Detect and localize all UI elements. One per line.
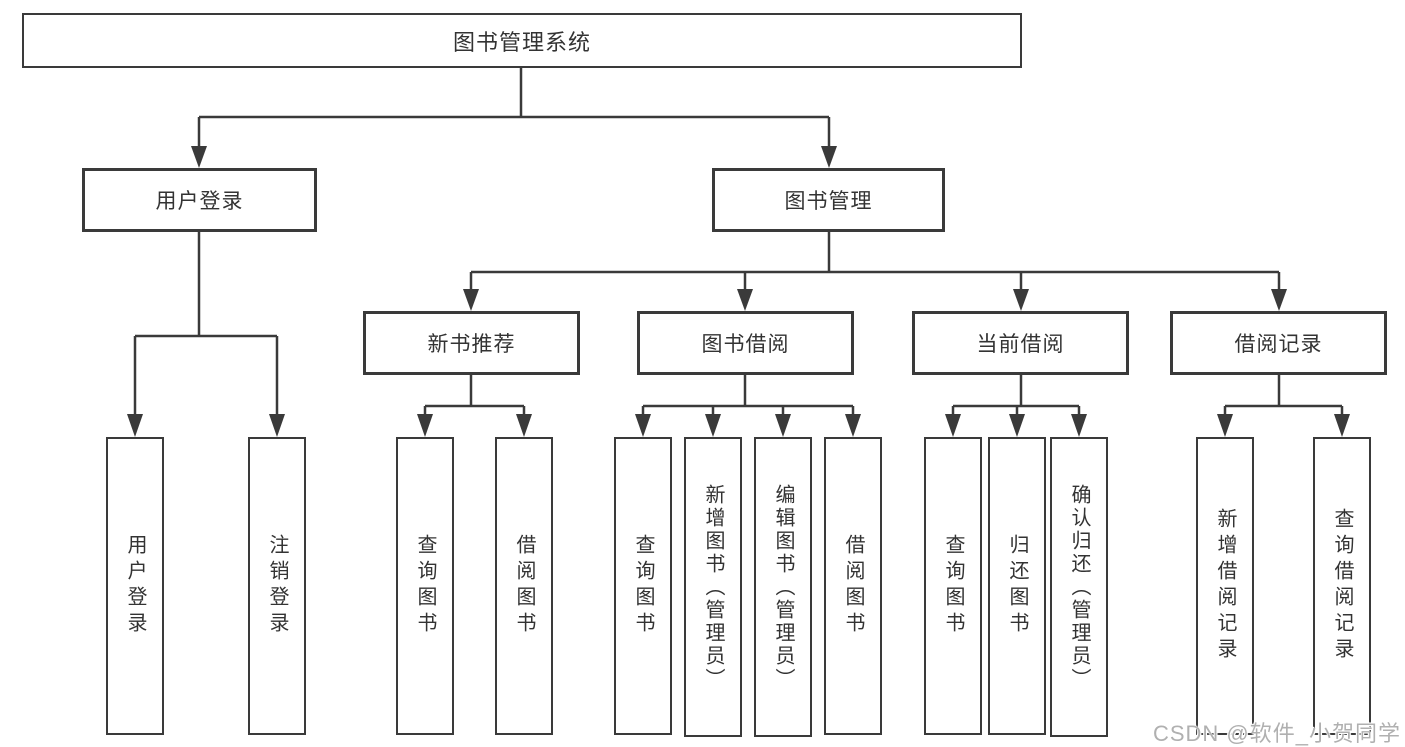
node-label: 注销登录: [266, 534, 288, 638]
node-label: 借阅图书: [842, 534, 864, 638]
node-label: 借阅记录: [1234, 333, 1323, 356]
node-borrow-books-1: 借阅图书: [495, 437, 553, 735]
node-logout-leaf: 注销登录: [248, 437, 306, 735]
node-label: 新增图书（管理员）: [702, 483, 724, 691]
node-add-books-admin: 新增图书（管理员）: [684, 437, 742, 737]
node-edit-books-admin: 编辑图书（管理员）: [754, 437, 812, 737]
node-label: 编辑图书（管理员）: [772, 483, 794, 691]
connector-user-login-to-leaves: [127, 232, 285, 437]
node-user-login-leaf: 用户登录: [106, 437, 164, 735]
node-label: 新增借阅记录: [1214, 508, 1236, 664]
node-label: 确认归还（管理员）: [1068, 483, 1090, 691]
node-label: 用户登录: [155, 190, 244, 213]
connector-root-to-level2: [191, 67, 837, 168]
connector-book-borrow-to-leaves: [635, 375, 861, 437]
node-label: 新书推荐: [427, 333, 516, 356]
node-label: 当前借阅: [976, 333, 1065, 356]
node-label: 归还图书: [1006, 534, 1028, 638]
connector-current-borrow-to-leaves: [945, 375, 1087, 437]
node-label: 查询图书: [632, 534, 654, 638]
node-label: 查询图书: [414, 534, 436, 638]
node-current-borrow: 当前借阅: [912, 311, 1129, 375]
node-query-books-1: 查询图书: [396, 437, 454, 735]
csdn-watermark: CSDN @软件_小贺同学: [1152, 721, 1401, 746]
node-label: 查询图书: [942, 534, 964, 638]
node-book-management: 图书管理: [712, 168, 945, 232]
node-label: 查询借阅记录: [1331, 508, 1353, 664]
node-add-borrow-record: 新增借阅记录: [1196, 437, 1254, 735]
node-label: 用户登录: [124, 534, 146, 638]
node-user-login: 用户登录: [82, 168, 317, 232]
node-borrow-books-2: 借阅图书: [824, 437, 882, 735]
node-query-books-2: 查询图书: [614, 437, 672, 735]
node-query-books-3: 查询图书: [924, 437, 982, 735]
node-label: 图书管理: [784, 190, 873, 213]
node-label: 图书借阅: [701, 333, 790, 356]
node-label: 图书管理系统: [452, 29, 591, 55]
node-library-management-system: 图书管理系统: [22, 13, 1022, 68]
connector-borrow-records-to-leaves: [1217, 375, 1350, 437]
connector-book-management-to-level3: [463, 232, 1287, 311]
connector-new-book-to-leaves: [417, 375, 532, 437]
node-book-borrow: 图书借阅: [637, 311, 854, 375]
node-query-borrow-record: 查询借阅记录: [1313, 437, 1371, 735]
node-return-books: 归还图书: [988, 437, 1046, 735]
node-new-book-recommend: 新书推荐: [363, 311, 580, 375]
node-confirm-return-admin: 确认归还（管理员）: [1050, 437, 1108, 737]
node-borrow-records: 借阅记录: [1170, 311, 1387, 375]
node-label: 借阅图书: [513, 534, 535, 638]
